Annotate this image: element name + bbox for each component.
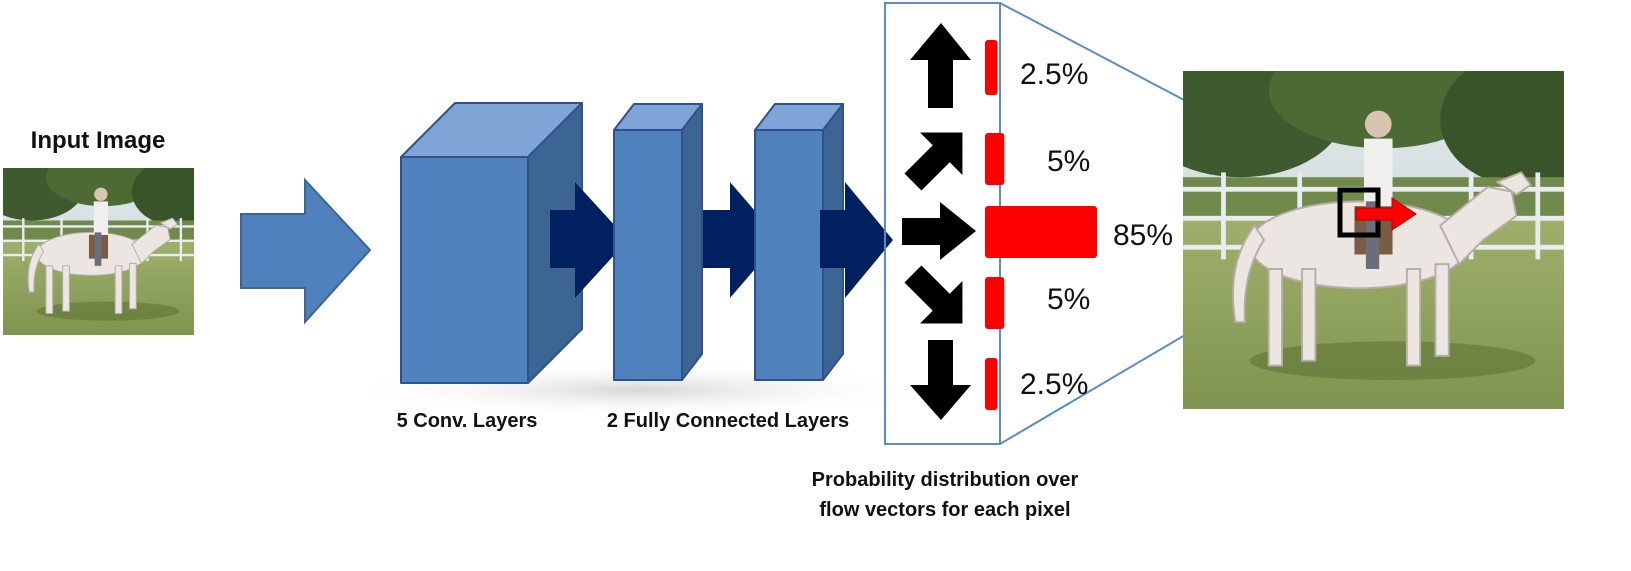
percent-label-down: 2.5%: [1020, 368, 1088, 401]
arrow-down-right-icon: [904, 265, 963, 324]
input-arrow: [240, 177, 372, 325]
distribution-caption-line1: Probability distribution over: [812, 469, 1079, 491]
percent-label-down-right: 5%: [1047, 283, 1090, 316]
fc-layers-label: 2 Fully Connected Layers: [607, 410, 849, 432]
input-image-label: Input Image: [31, 127, 166, 154]
arrow-up-icon: [910, 23, 971, 108]
arrow-right-icon: [902, 202, 976, 260]
conv-layers-label: 5 Conv. Layers: [397, 410, 538, 432]
probability-bars: [985, 40, 1097, 410]
dark-arrow-3: [820, 182, 893, 298]
output-image: [1183, 71, 1564, 409]
arrow-up-right-icon: [904, 132, 963, 191]
probability-bar-down-right: [985, 277, 1005, 329]
distribution-caption-line2: flow vectors for each pixel: [819, 499, 1070, 521]
output-flow-arrow-icon: [1355, 197, 1417, 231]
fc-layer-1-block: [613, 103, 703, 381]
probability-bar-up-right: [985, 133, 1005, 185]
percent-label-up: 2.5%: [1020, 58, 1088, 91]
input-image: [3, 168, 194, 335]
percent-label-up-right: 5%: [1047, 145, 1090, 178]
arrow-down-icon: [910, 340, 971, 420]
dark-arrow-2: [703, 182, 780, 298]
dark-arrow-1: [550, 182, 628, 298]
probability-bar-right: [985, 206, 1097, 258]
probability-bar-up: [985, 40, 998, 95]
probability-bar-down: [985, 358, 998, 410]
percent-label-right: 85%: [1113, 219, 1173, 252]
